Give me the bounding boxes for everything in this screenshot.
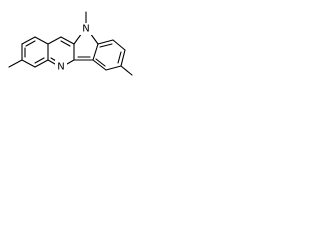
- bond: [105, 65, 122, 71]
- ring-b: [47, 36, 75, 65]
- atom-labels: N N: [55, 23, 92, 73]
- bond: [92, 59, 107, 71]
- bond: [92, 43, 99, 61]
- bond: [120, 49, 126, 67]
- atom-label-bg: [80, 23, 92, 35]
- bond: [34, 36, 49, 45]
- bond: [21, 36, 36, 45]
- methyl-bond-right: [120, 65, 133, 76]
- atom-label-bg: [55, 60, 67, 72]
- pyridine-nitrogen-label: N: [57, 62, 64, 73]
- double-bond: [25, 40, 36, 47]
- double-bond: [34, 57, 45, 64]
- double-bond: [95, 58, 106, 67]
- double-bond: [60, 40, 71, 47]
- methyl-groups: [8, 11, 133, 76]
- methyl-bond-left: [8, 59, 23, 68]
- bond: [60, 36, 75, 45]
- double-bond: [117, 51, 122, 64]
- ring-d: [92, 39, 126, 71]
- ring-a: [21, 36, 49, 68]
- bond: [21, 59, 36, 68]
- bond: [66, 59, 75, 65]
- bond: [47, 59, 56, 65]
- bond: [34, 59, 49, 68]
- pyrrole-nitrogen-label: N: [82, 24, 89, 35]
- bond: [112, 39, 126, 51]
- chemical-structure-diagram: N N: [8, 11, 133, 76]
- double-bond: [99, 43, 113, 48]
- bond: [47, 36, 62, 45]
- ring-c: [73, 32, 99, 61]
- bond: [97, 39, 114, 45]
